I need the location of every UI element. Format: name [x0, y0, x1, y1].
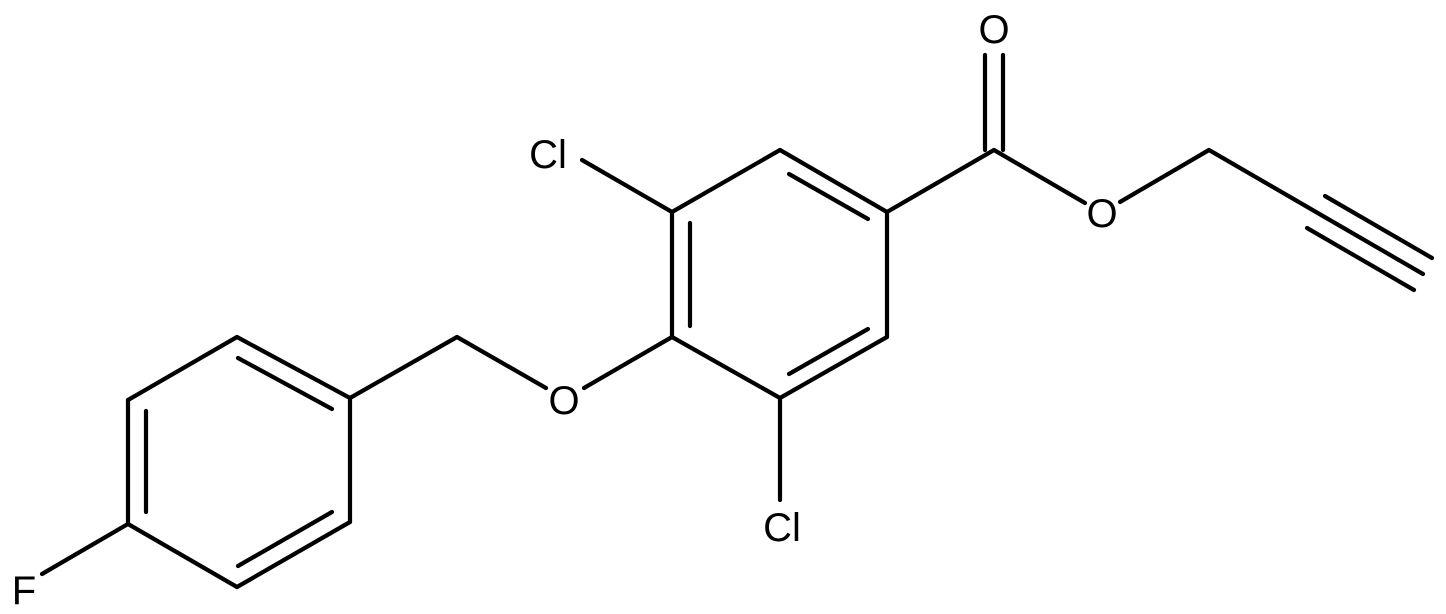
propargyl-ester-group — [884, 52, 1435, 293]
benzyl-ether-linkage — [347, 334, 675, 401]
atom-label-fluorine: F — [12, 569, 36, 613]
bond-alkyne-a — [1313, 209, 1426, 277]
bond-ring-c1-c2 — [777, 147, 890, 215]
fluorophenyl-ring — [39, 334, 353, 590]
bond-ring-c4-c5 — [669, 334, 783, 401]
bond-ring-c3-c4 — [777, 334, 890, 401]
dichlorophenyl-ring — [669, 147, 890, 401]
bond-ch2-to-alkyne — [1206, 147, 1319, 215]
bond-ring-to-carbonyl — [884, 147, 997, 215]
atom-label-carbonyl-oxygen: O — [978, 8, 1009, 52]
bond-fring-a6-a1 — [234, 334, 353, 401]
bond-ch2-to-fluorophenyl — [347, 334, 460, 401]
bond-alkyne-c — [1322, 193, 1435, 261]
bond-ring-c1-c2-inner — [786, 171, 871, 222]
bond-fring-a2-a3 — [234, 519, 353, 590]
bond-alkyne-b — [1304, 225, 1417, 293]
bond-fring-a6-a1-inner — [235, 355, 335, 412]
atom-label-ester-oxygen: O — [1086, 192, 1117, 236]
bond-ring-c3-c4-inner — [786, 326, 871, 377]
atom-label-ether-oxygen: O — [548, 379, 579, 423]
bond-fring-to-f — [39, 521, 131, 577]
bond-ring-c6-c1 — [669, 147, 783, 215]
bond-fring-a2-a3-inner — [235, 509, 335, 569]
bond-ring-to-cl-top — [579, 157, 675, 215]
bond-fring-a5-a6 — [125, 334, 240, 403]
bond-ester-o-to-ch2 — [1117, 147, 1212, 205]
bond-carbonyl-to-ester-o — [991, 147, 1088, 206]
atom-label-chlorine-bottom: Cl — [763, 506, 801, 550]
bond-ether-o-to-ch2 — [454, 334, 549, 391]
bond-ring-to-ether-o — [581, 334, 675, 391]
bond-fring-a3-a4 — [125, 521, 240, 590]
atom-label-chlorine-top: Cl — [529, 133, 567, 177]
